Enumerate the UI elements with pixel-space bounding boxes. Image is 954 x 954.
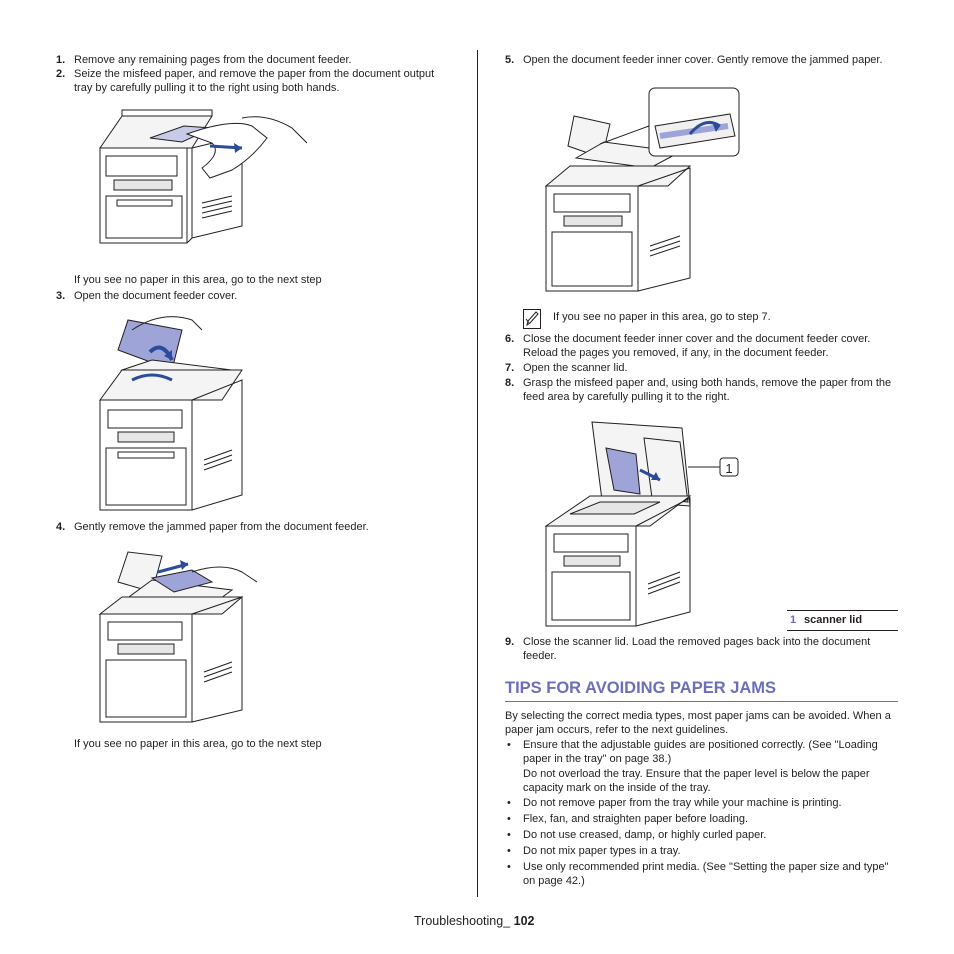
step-text: Open the document feeder cover. — [74, 290, 238, 302]
printer-illustration-inner-cover — [544, 87, 740, 292]
bullet-text: Ensure that the adjustable guides are po… — [523, 739, 878, 765]
step-3: 3. Open the document feeder cover. — [56, 290, 444, 304]
step-2: 2. Seize the misfeed paper, and remove t… — [56, 68, 444, 95]
note-no-paper-1: If you see no paper in this area, go to … — [74, 274, 322, 286]
step-text: Close the document feeder inner cover an… — [523, 333, 871, 359]
step-6: 6. Close the document feeder inner cover… — [505, 333, 898, 360]
step-number: 4. — [56, 521, 66, 533]
step-9: 9. Close the scanner lid. Load the remov… — [505, 636, 898, 663]
footer-page-number: 102 — [513, 914, 535, 928]
caption-table: 1 scanner lid — [787, 610, 898, 631]
tip-bullet-2: • Do not remove paper from the tray whil… — [507, 797, 898, 811]
step-number: 1. — [56, 54, 66, 66]
tip-bullet-4: • Do not use creased, damp, or highly cu… — [507, 829, 898, 843]
step-text: Open the scanner lid. — [523, 362, 628, 374]
bullet-dot: • — [507, 845, 511, 857]
callout-label: 1 — [725, 461, 733, 476]
step-1: 1. Remove any remaining pages from the d… — [56, 54, 444, 68]
tips-intro: By selecting the correct media types, mo… — [505, 710, 891, 736]
bullet-text: Do not overload the tray. Ensure that th… — [523, 768, 870, 794]
step-text: Gently remove the jammed paper from the … — [74, 521, 369, 533]
bullet-text: Use only recommended print media. (See "… — [523, 861, 889, 887]
page-footer: Troubleshooting_ 102 — [414, 914, 534, 928]
section-heading: TIPS FOR AVOIDING PAPER JAMS — [505, 679, 777, 697]
step-text: Open the document feeder inner cover. Ge… — [523, 54, 883, 66]
printer-illustration-scanner-lid — [544, 421, 739, 627]
step-number: 2. — [56, 68, 66, 80]
bullet-text: Do not mix paper types in a tray. — [523, 845, 681, 857]
bullet-dot: • — [507, 797, 511, 809]
step-5: 5. Open the document feeder inner cover.… — [505, 54, 898, 68]
step-text: Close the scanner lid. Load the removed … — [523, 636, 871, 662]
step-number: 6. — [505, 333, 515, 345]
bullet-dot: • — [507, 861, 511, 873]
bullet-dot: • — [507, 739, 511, 751]
step-number: 7. — [505, 362, 515, 374]
bullet-text: Flex, fan, and straighten paper before l… — [523, 813, 749, 825]
tip-bullet-5: • Do not mix paper types in a tray. — [507, 845, 898, 859]
note-pencil-icon — [523, 309, 541, 329]
tip-bullet-1: • Ensure that the adjustable guides are … — [507, 739, 898, 766]
printer-illustration-output-tray — [99, 109, 308, 244]
step-number: 5. — [505, 54, 515, 66]
step-7: 7. Open the scanner lid. — [505, 362, 898, 376]
tip-bullet-6: • Use only recommended print media. (See… — [507, 861, 898, 888]
step-text: Remove any remaining pages from the docu… — [74, 54, 352, 66]
step-number: 3. — [56, 290, 66, 302]
step-number: 8. — [505, 377, 515, 389]
printer-illustration-feeder-jam — [98, 551, 258, 723]
column-divider — [477, 50, 478, 897]
step-text: Seize the misfeed paper, and remove the … — [74, 68, 435, 94]
tip-bullet-1-continued: Do not overload the tray. Ensure that th… — [523, 768, 898, 795]
bullet-text: Do not use creased, damp, or highly curl… — [523, 829, 767, 841]
printer-illustration-feeder-cover — [99, 316, 243, 511]
note-no-paper-2: If you see no paper in this area, go to … — [74, 738, 322, 750]
bullet-dot: • — [507, 813, 511, 825]
step-number: 9. — [505, 636, 515, 648]
step-4: 4. Gently remove the jammed paper from t… — [56, 521, 444, 535]
step-text: Grasp the misfeed paper and, using both … — [523, 377, 892, 403]
note-no-paper-3: If you see no paper in this area, go to … — [553, 311, 771, 323]
tip-bullet-3: • Flex, fan, and straighten paper before… — [507, 813, 898, 827]
bullet-text: Do not remove paper from the tray while … — [523, 797, 842, 809]
bullet-dot: • — [507, 829, 511, 841]
caption-number: 1 — [790, 614, 797, 626]
caption-text: scanner lid — [804, 614, 863, 626]
heading-rule — [505, 701, 898, 702]
footer-section: Troubleshooting_ — [414, 914, 511, 928]
step-8: 8. Grasp the misfeed paper and, using bo… — [505, 377, 898, 404]
